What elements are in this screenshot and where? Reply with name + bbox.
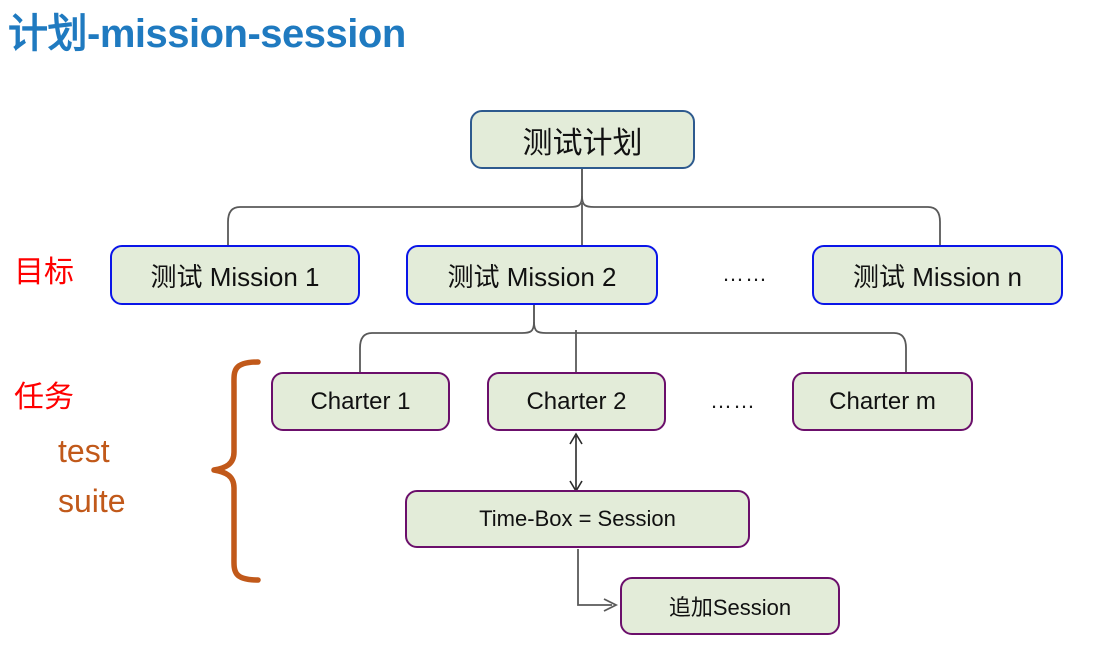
node-mission-n-label: 测试 Mission n bbox=[852, 261, 1023, 292]
label-suite: suite bbox=[58, 483, 126, 519]
label-test: test bbox=[58, 433, 110, 469]
edge-plan-to-mission-1 bbox=[227, 195, 583, 246]
node-timebox-session-label: Time-Box = Session bbox=[479, 506, 676, 531]
test-suite-brace bbox=[211, 359, 261, 583]
node-test-plan-label: 测试计划 bbox=[522, 126, 643, 160]
node-charter-1[interactable]: Charter 1 bbox=[271, 372, 450, 431]
edge-mission2-to-charter-1 bbox=[359, 321, 535, 372]
edge-plan-to-mission-n bbox=[581, 195, 941, 246]
node-test-plan[interactable]: 测试计划 bbox=[470, 110, 695, 169]
arrowhead-up-charter2 bbox=[569, 432, 583, 445]
node-charter-2[interactable]: Charter 2 bbox=[487, 372, 666, 431]
node-charter-1-label: Charter 1 bbox=[310, 387, 411, 415]
node-mission-n[interactable]: 测试 Mission n bbox=[812, 245, 1063, 305]
node-mission-2[interactable]: 测试 Mission 2 bbox=[406, 245, 658, 305]
arrowhead-right-extra-session bbox=[603, 598, 619, 612]
edge-mission2-to-charter-m bbox=[533, 321, 907, 372]
node-extra-session[interactable]: 追加Session bbox=[620, 577, 840, 635]
ellipsis-charter-row: …… bbox=[710, 388, 756, 413]
node-charter-2-label: Charter 2 bbox=[526, 387, 627, 415]
label-goal: 目标 bbox=[14, 256, 74, 289]
node-extra-session-label: 追加Session bbox=[668, 595, 792, 620]
node-timebox-session[interactable]: Time-Box = Session bbox=[405, 490, 750, 548]
node-mission-1[interactable]: 测试 Mission 1 bbox=[110, 245, 360, 305]
ellipsis-mission-row: …… bbox=[722, 261, 768, 286]
node-charter-m[interactable]: Charter m bbox=[792, 372, 973, 431]
page-title: 计划-mission-session bbox=[8, 12, 406, 56]
node-mission-1-label: 测试 Mission 1 bbox=[150, 261, 320, 292]
node-charter-m-label: Charter m bbox=[829, 387, 936, 415]
edge-timebox-to-extra-session bbox=[577, 549, 612, 606]
label-task: 任务 bbox=[14, 381, 74, 414]
node-mission-2-label: 测试 Mission 2 bbox=[447, 261, 617, 292]
